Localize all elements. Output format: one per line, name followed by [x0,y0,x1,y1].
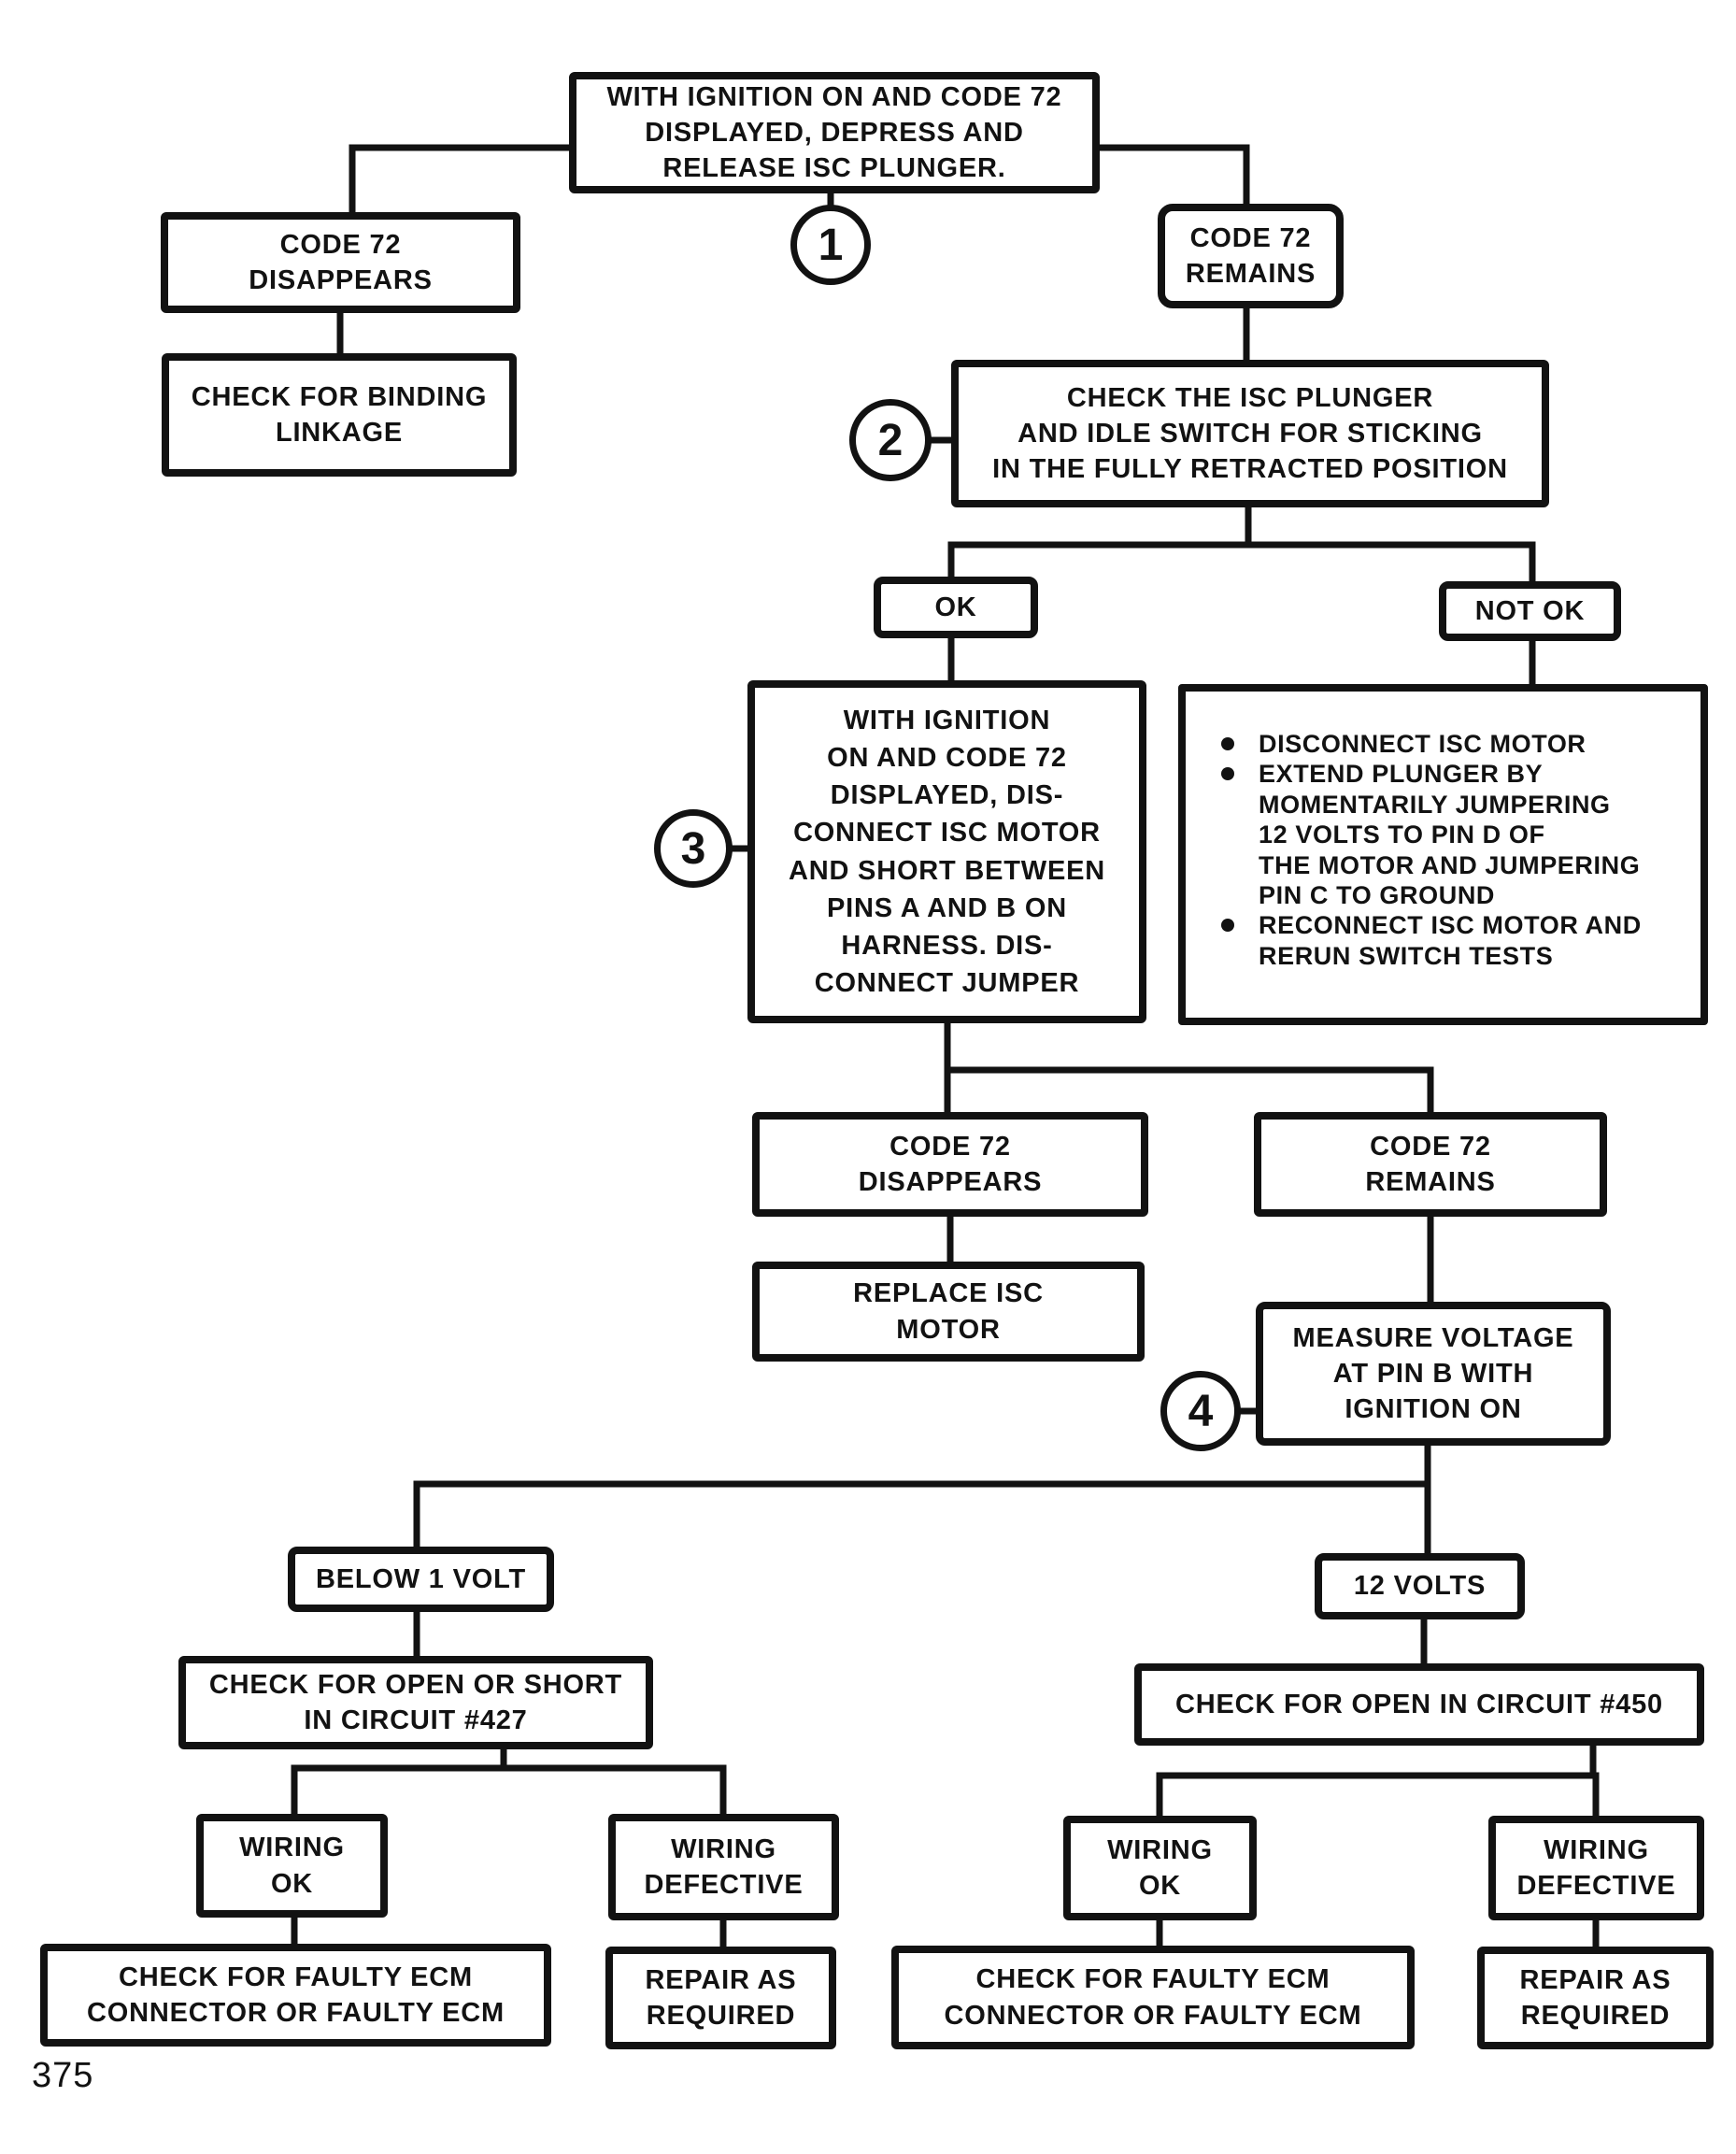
node-repair-as-required-left: REPAIR AS REQUIRED [605,1947,836,2049]
node-start-depress-plunger: WITH IGNITION ON AND CODE 72 DISPLAYED, … [569,72,1100,193]
bullet-item: DISCONNECT ISC MOTOR [1217,729,1682,759]
page-number: 375 [32,2056,94,2095]
node-code72-disappears-first: CODE 72 DISAPPEARS [161,212,520,313]
node-not-ok: NOT OK [1439,581,1621,641]
node-wiring-defective-right: WIRING DEFECTIVE [1488,1816,1704,1920]
node-check-circuit-450: CHECK FOR OPEN IN CIRCUIT #450 [1134,1663,1704,1746]
node-wiring-ok-right: WIRING OK [1063,1816,1257,1920]
node-check-circuit-427: CHECK FOR OPEN OR SHORT IN CIRCUIT #427 [178,1656,653,1749]
node-code72-remains-second: CODE 72 REMAINS [1254,1112,1607,1217]
node-repair-as-required-right: REPAIR AS REQUIRED [1477,1947,1714,2049]
step-circle-3: 3 [654,809,733,888]
bullet-item: EXTEND PLUNGER BY MOMENTARILY JUMPERING … [1217,759,1682,910]
bullet-icon [1221,767,1234,781]
node-ok: OK [874,577,1038,638]
node-not-ok-actions: DISCONNECT ISC MOTOR EXTEND PLUNGER BY M… [1178,684,1708,1025]
step-circle-2: 2 [849,399,932,481]
node-check-binding-linkage: CHECK FOR BINDING LINKAGE [162,353,517,477]
node-measure-voltage-pin-b: MEASURE VOLTAGE AT PIN B WITH IGNITION O… [1256,1302,1611,1446]
node-12-volts: 12 VOLTS [1315,1553,1525,1619]
bullet-item: RECONNECT ISC MOTOR AND RERUN SWITCH TES… [1217,910,1682,971]
node-code72-disappears-second: CODE 72 DISAPPEARS [752,1112,1148,1217]
step-circle-4: 4 [1160,1371,1241,1451]
bullet-icon [1221,737,1234,750]
node-check-faulty-ecm-left: CHECK FOR FAULTY ECM CONNECTOR OR FAULTY… [40,1944,551,2047]
node-below-1-volt: BELOW 1 VOLT [288,1547,554,1612]
node-jumper-short-test: WITH IGNITION ON AND CODE 72 DISPLAYED, … [747,680,1146,1023]
node-wiring-ok-left: WIRING OK [196,1814,388,1918]
node-check-faulty-ecm-right: CHECK FOR FAULTY ECM CONNECTOR OR FAULTY… [891,1946,1415,2049]
step-circle-1: 1 [790,205,871,285]
bullet-item-text: RECONNECT ISC MOTOR AND RERUN SWITCH TES… [1259,911,1642,970]
bullet-icon [1221,919,1234,933]
node-wiring-defective-left: WIRING DEFECTIVE [608,1814,839,1920]
node-code72-remains-first: CODE 72 REMAINS [1158,204,1344,308]
bullet-item-text: DISCONNECT ISC MOTOR [1259,730,1587,758]
bullet-item-text: EXTEND PLUNGER BY MOMENTARILY JUMPERING … [1259,760,1641,909]
node-replace-isc-motor: REPLACE ISC MOTOR [752,1262,1145,1362]
node-check-plunger-idle-switch: CHECK THE ISC PLUNGER AND IDLE SWITCH FO… [951,360,1549,507]
